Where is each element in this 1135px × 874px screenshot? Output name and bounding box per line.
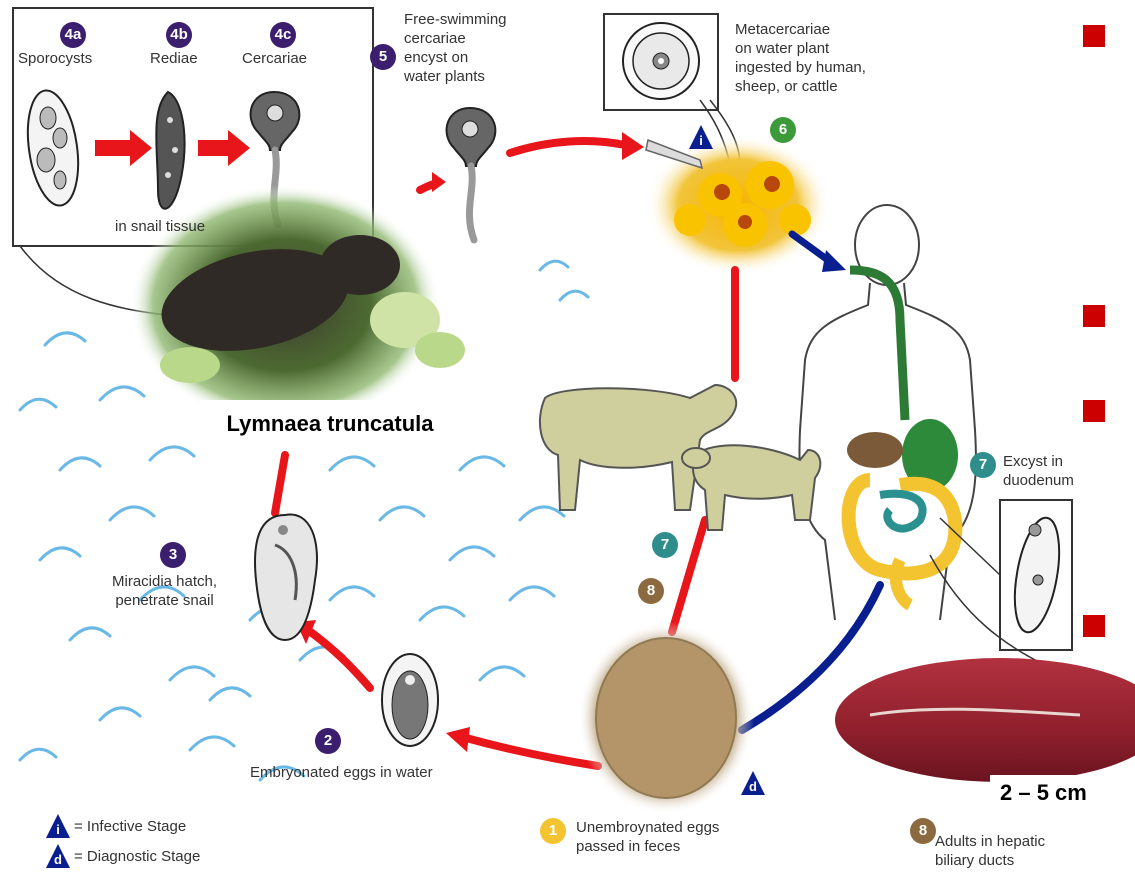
infective-stage-marker: i [688, 124, 714, 150]
stage-2-label: Embryonated eggs in water [250, 764, 433, 782]
stage-4b-label: Rediae [150, 50, 198, 68]
stage-8-badge: 8 [910, 818, 936, 844]
stage-2-badge: 2 [315, 728, 341, 754]
diagnostic-stage-marker: d [740, 770, 766, 796]
stage-4c-label: Cercariae [242, 50, 307, 68]
legend-infective-icon: i [45, 813, 71, 839]
stage-3-label: Miracidia hatch,penetrate snail [112, 572, 217, 610]
arrow-head-to-plant [622, 132, 644, 160]
adult-fluke-photo [835, 658, 1135, 782]
arrow-head-to-embryonated [446, 727, 470, 752]
slide-bullet-1 [1083, 25, 1105, 47]
embryonated-egg-drawing [382, 654, 438, 746]
stage-4a-badge: 4a [60, 22, 86, 48]
stage-4b-badge: 4b [166, 22, 192, 48]
stage-3-badge: 3 [160, 542, 186, 568]
fluke-size-label: 2 – 5 cm [1000, 778, 1087, 808]
stage-4a-label: Sporocysts [18, 50, 92, 68]
stage-6-badge: 6 [770, 117, 796, 143]
snail-species-label: Lymnaea truncatula [200, 400, 460, 448]
legend-infective-text: = Infective Stage [74, 818, 186, 836]
cercaria-free-drawing [447, 108, 496, 240]
slide-bullet-3 [1083, 400, 1105, 422]
slide-bullet-4 [1083, 615, 1105, 637]
stage-7-animal-badge: 7 [652, 532, 678, 558]
cattle-sheep-drawing [540, 385, 820, 530]
stage-7-human-badge: 7 [970, 452, 996, 478]
legend-diagnostic-icon: d [45, 843, 71, 869]
legend-diagnostic-text: = Diagnostic Stage [74, 848, 200, 866]
stage-8-animal-badge: 8 [638, 578, 664, 604]
stage-4c-badge: 4c [270, 22, 296, 48]
stage-5-badge: 5 [370, 44, 396, 70]
in-snail-tissue-label: in snail tissue [115, 218, 205, 236]
stage-1-badge: 1 [540, 818, 566, 844]
metacercaria-drawing [623, 23, 699, 99]
slide-bullet-2 [1083, 305, 1105, 327]
